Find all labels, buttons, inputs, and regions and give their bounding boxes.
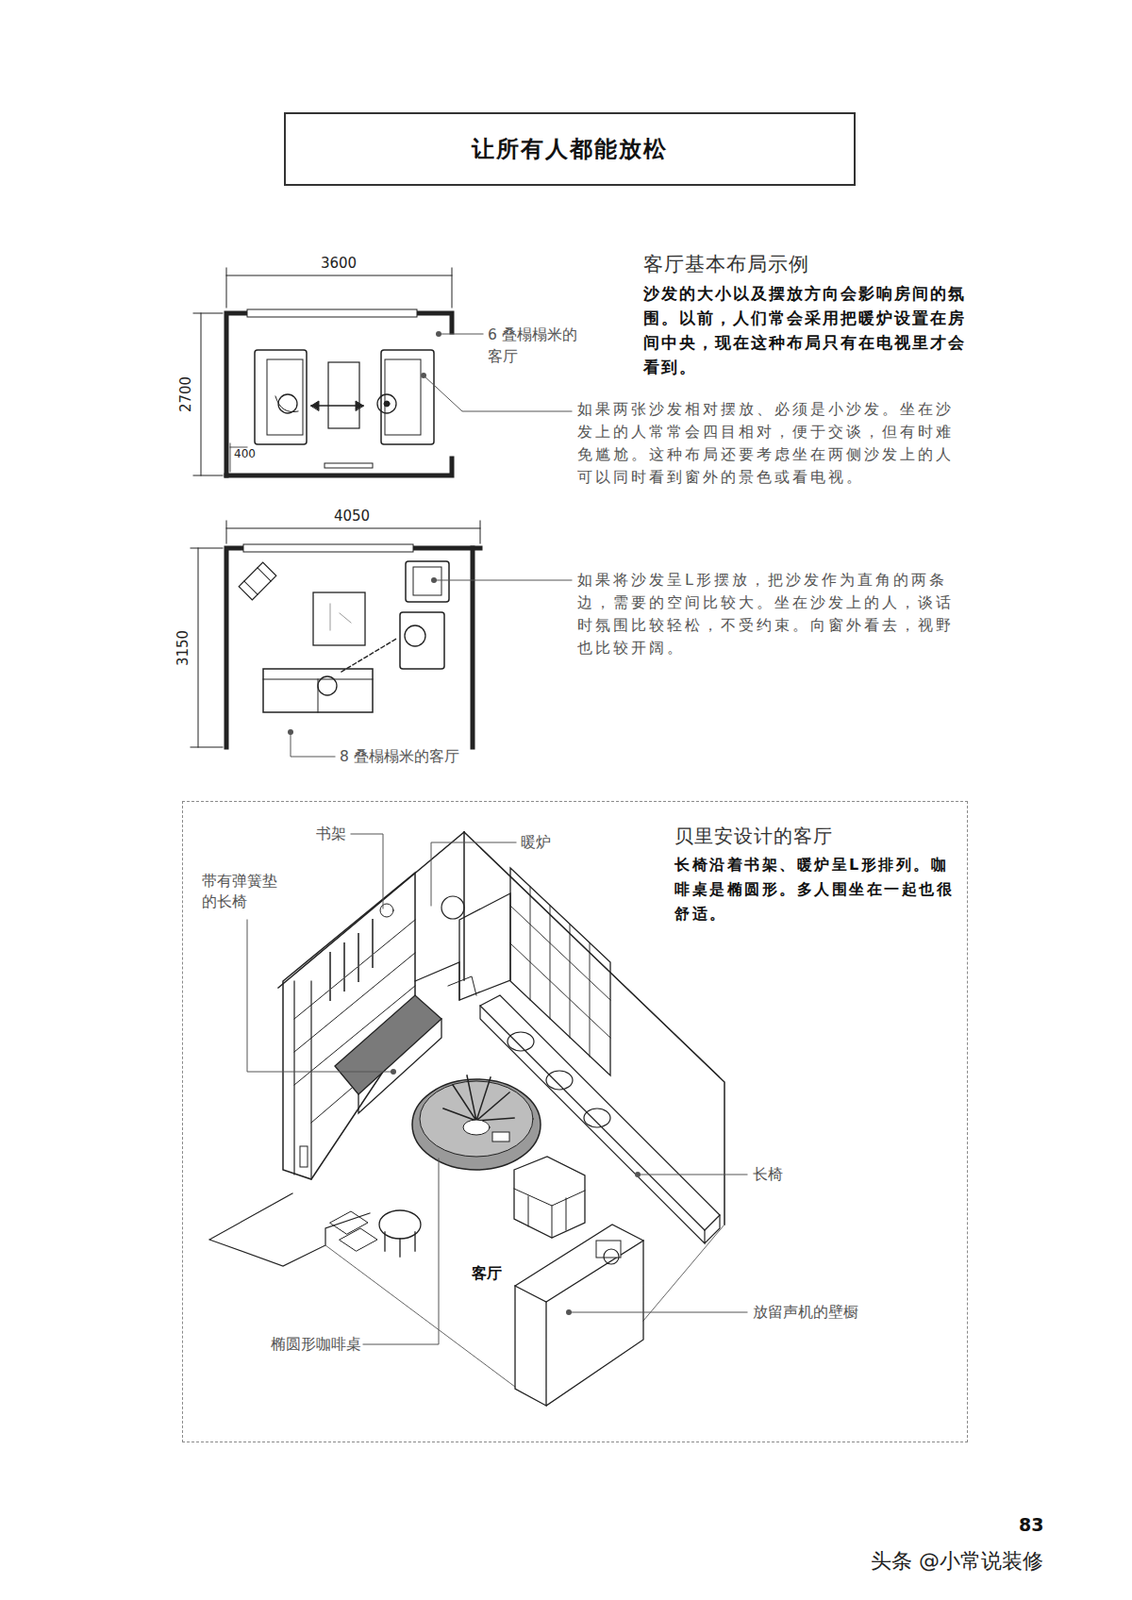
page-number: 83 <box>1018 1514 1044 1535</box>
part-label: 长椅 <box>752 1165 783 1185</box>
title-box: 让所有人都能放松 <box>283 112 856 186</box>
part-label: 椭圆形咖啡桌 <box>270 1334 362 1355</box>
note-text: 如果两张沙发相对摆放、必须是小沙发。坐在沙发上的人常常会四目相对，便于交谈，但有… <box>577 398 968 489</box>
note-text: 如果将沙发呈L形摆放，把沙发作为直角的两条边，需要的空间比较大。坐在沙发上的人，… <box>577 568 968 660</box>
room-label: 客厅 <box>471 1264 502 1284</box>
dimension: 400 <box>233 447 256 461</box>
room-label: 6 叠榻榻米的客厅 <box>487 324 579 368</box>
part-label: 放留声机的壁橱 <box>752 1302 859 1323</box>
dimension: 3600 <box>317 254 360 272</box>
page-title: 让所有人都能放松 <box>471 133 668 165</box>
dimension: 4050 <box>331 507 373 525</box>
watermark: 头条 @小常说装修 <box>870 1547 1044 1576</box>
intro-text: 沙发的大小以及摆放方向会影响房间的氛围。以前，人们常会采用把暖炉设置在房间中央，… <box>643 281 968 380</box>
dimension: 2700 <box>177 374 195 415</box>
panel-body: 长椅沿着书架、暖炉呈L形排列。咖啡桌是椭圆形。多人围坐在一起也很舒适。 <box>674 852 961 927</box>
panel-heading: 贝里安设计的客厅 <box>674 822 833 849</box>
part-label: 书架 <box>316 824 347 845</box>
part-label: 暖炉 <box>520 832 551 853</box>
dimension: 3150 <box>174 628 192 668</box>
part-label: 带有弹簧垫的长椅 <box>201 870 282 913</box>
section-heading: 客厅基本布局示例 <box>643 250 810 278</box>
room-label: 8 叠榻榻米的客厅 <box>339 747 460 767</box>
